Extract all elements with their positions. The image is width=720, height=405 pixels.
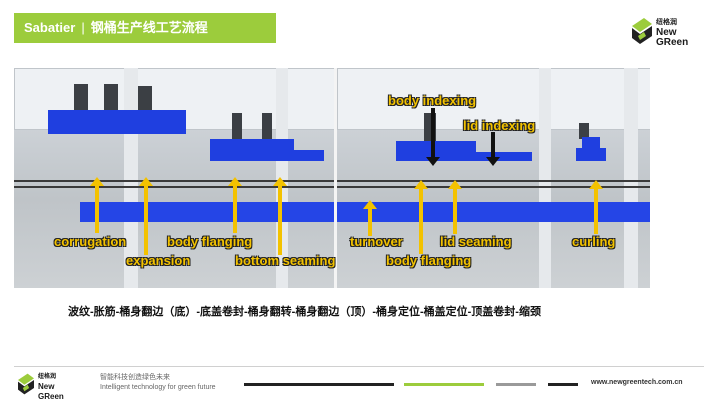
- production-line-photo: [14, 68, 650, 288]
- footer-bar-green: [404, 383, 484, 386]
- conveyor-beam: [80, 202, 650, 222]
- company-logo: 纽格润 New GReen: [630, 16, 710, 50]
- lid-indexing-arrow: [486, 132, 500, 166]
- corrugation-station-block: [48, 110, 186, 134]
- body-flanging-left-arrow: [228, 177, 242, 233]
- cylinder: [232, 113, 242, 139]
- process-caption: 波纹-胀筋-桶身翻边（底）-底盖卷封-桶身翻转-桶身翻边（顶）-桶身定位-桶盖定…: [68, 306, 541, 318]
- logo-name-en-1: New: [656, 27, 677, 38]
- label-lid-indexing: lid indexing: [463, 118, 536, 133]
- label-bottom-seaming: bottom seaming: [235, 253, 336, 268]
- body-indexing-arrow: [426, 108, 440, 166]
- footer-bar-gray: [496, 383, 536, 386]
- curling-station-top: [582, 137, 600, 149]
- footer-slogan: 智能科技创造绿色未来 Intelligent technology for gr…: [100, 373, 216, 393]
- footer-website[interactable]: www.newgreentech.com.cn: [591, 379, 683, 386]
- footer-bar-black: [244, 383, 394, 386]
- flanging-station-block-extension: [294, 150, 324, 161]
- label-turnover: turnover: [350, 234, 403, 249]
- label-body-indexing: body indexing: [388, 93, 477, 108]
- footer-logo-name-en-1: New: [38, 382, 55, 391]
- footer-logo-name-cn: 纽格润: [38, 374, 57, 380]
- brand-name: Sabatier: [24, 20, 76, 35]
- logo-name-en-2: GReen: [656, 37, 689, 48]
- cylinder: [579, 123, 589, 139]
- label-curling: curling: [572, 234, 616, 249]
- corrugation-arrow: [90, 177, 104, 233]
- pillar: [624, 68, 638, 288]
- label-body-flanging-left: body flanging: [167, 234, 253, 249]
- cylinder: [262, 113, 272, 139]
- footer-logo-name-en-2: GReen: [38, 392, 64, 401]
- conveyor-rail-upper: [14, 180, 650, 182]
- curling-arrow: [589, 180, 603, 234]
- conveyor-rail-lower: [14, 186, 650, 188]
- title-separator: |: [81, 20, 85, 35]
- logo-name-cn: 纽格润: [656, 19, 677, 26]
- slide-title: Sabatier | 钢桶生产线工艺流程: [24, 17, 208, 39]
- footer-bar-black-short: [548, 383, 578, 386]
- footer-rule: [14, 366, 704, 367]
- factory-wall-right: [337, 68, 650, 130]
- pillar: [539, 68, 551, 288]
- photo-divider: [334, 68, 337, 288]
- title-text: 钢桶生产线工艺流程: [90, 20, 208, 35]
- lid-seaming-arrow: [448, 180, 462, 234]
- footer-logo: 纽格润 New GReen: [16, 372, 86, 401]
- bottom-seaming-arrow: [273, 177, 287, 255]
- slogan-cn: 智能科技创造绿色未来: [100, 374, 170, 381]
- expansion-arrow: [139, 177, 153, 255]
- flanging-station-block: [210, 139, 294, 161]
- label-body-flanging-right: body flanging: [386, 253, 472, 268]
- cylinder: [104, 84, 118, 110]
- body-flanging-right-arrow: [414, 180, 428, 254]
- cylinder: [74, 84, 88, 110]
- label-expansion: expansion: [126, 253, 191, 268]
- label-corrugation: corrugation: [54, 234, 127, 249]
- label-lid-seaming: lid seaming: [440, 234, 512, 249]
- cylinder: [138, 86, 152, 112]
- turnover-arrow: [363, 200, 377, 236]
- header-band: [14, 13, 276, 43]
- lid-indexing-block: [476, 152, 532, 161]
- body-indexing-block: [396, 141, 476, 161]
- curling-station-block: [576, 148, 606, 161]
- slogan-en: Intelligent technology for green future: [100, 384, 216, 391]
- leaf-logo-icon: [632, 18, 652, 44]
- leaf-logo-icon: [18, 373, 34, 395]
